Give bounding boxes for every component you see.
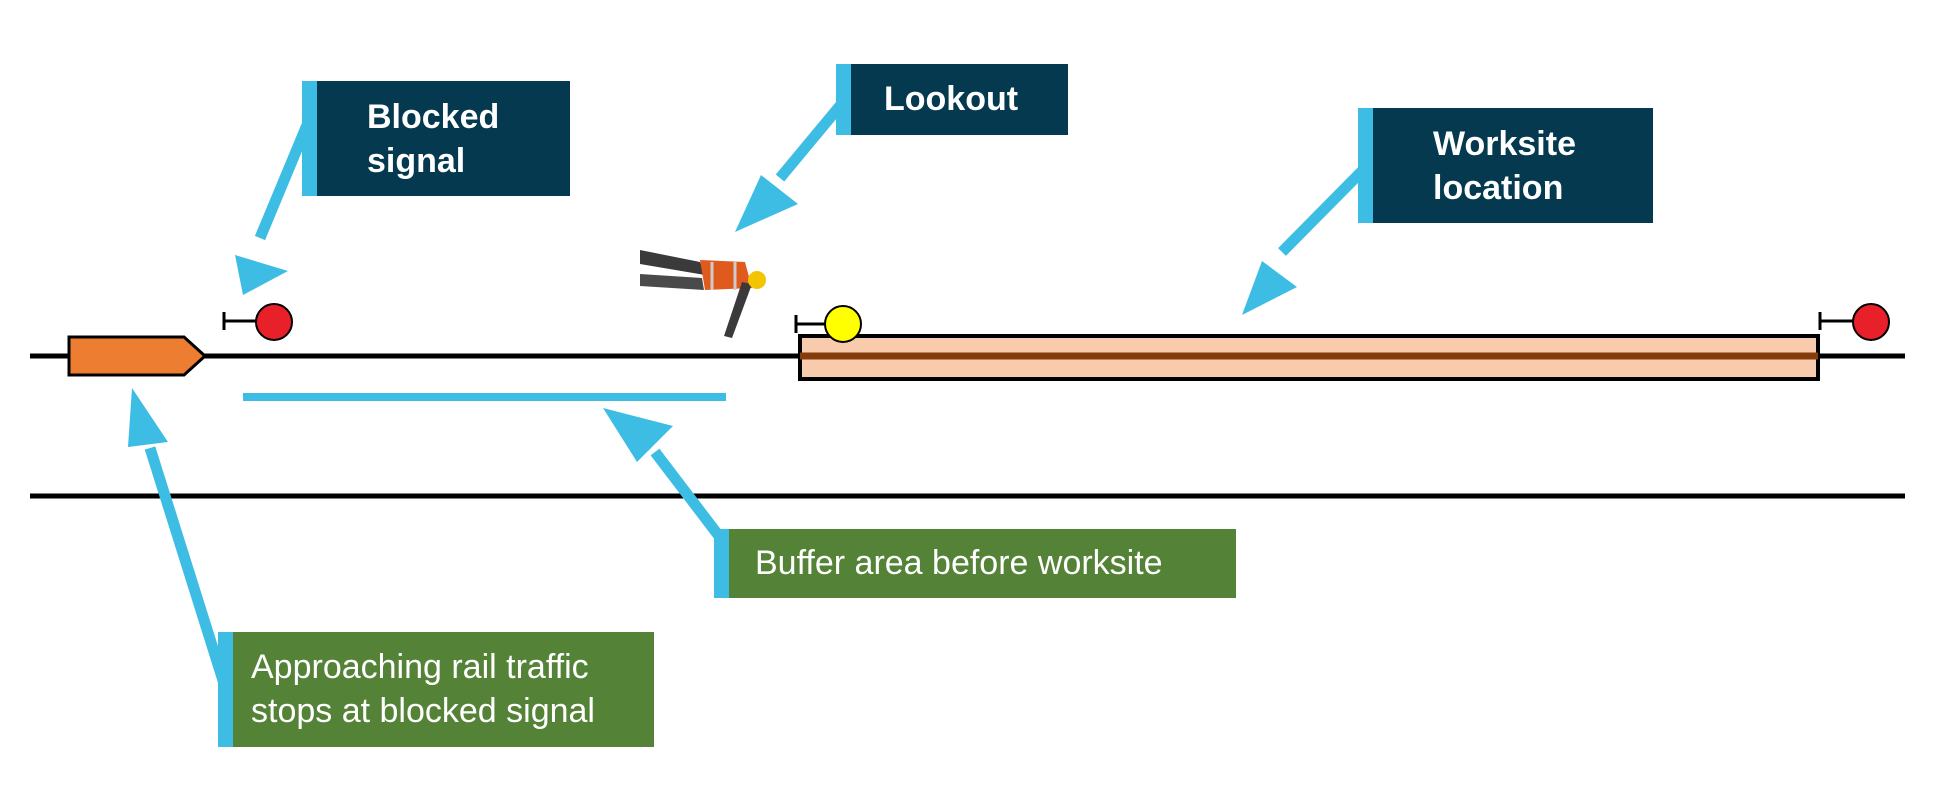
red-signal-icon — [222, 303, 293, 341]
yellow-signal-icon — [794, 305, 862, 343]
lookout-label-text: Lookout — [884, 80, 1019, 118]
blocked-signal-label: Blocked signal — [302, 81, 570, 196]
arrow-to-blocked-signal — [235, 122, 313, 295]
worksite-label-line1: Worksite — [1433, 125, 1576, 163]
lookout-label: Lookout — [836, 64, 1068, 135]
worksite-location-label: Worksite location — [1358, 108, 1653, 223]
arrow-to-train — [128, 388, 232, 692]
buffer-area-label: Buffer area before worksite — [714, 529, 1236, 598]
approaching-label-line2: stops at blocked signal — [251, 692, 595, 730]
blocked-signal-label-line1: Blocked — [367, 98, 500, 136]
blocked-signal-label-line2: signal — [367, 142, 466, 180]
red-signal-icon — [1818, 303, 1890, 341]
buffer-area-label-text: Buffer area before worksite — [755, 544, 1163, 582]
arrow-to-worksite — [1242, 161, 1372, 315]
approaching-traffic-label: Approaching rail traffic stops at blocke… — [218, 632, 654, 747]
lookout-person-icon — [640, 250, 766, 338]
worksite-area — [798, 334, 1820, 381]
arrow-to-lookout — [735, 97, 849, 232]
arrow-to-buffer-area — [603, 408, 727, 544]
approaching-label-line1: Approaching rail traffic — [251, 648, 589, 686]
worksite-label-line2: location — [1433, 169, 1564, 207]
train-icon — [67, 335, 208, 377]
